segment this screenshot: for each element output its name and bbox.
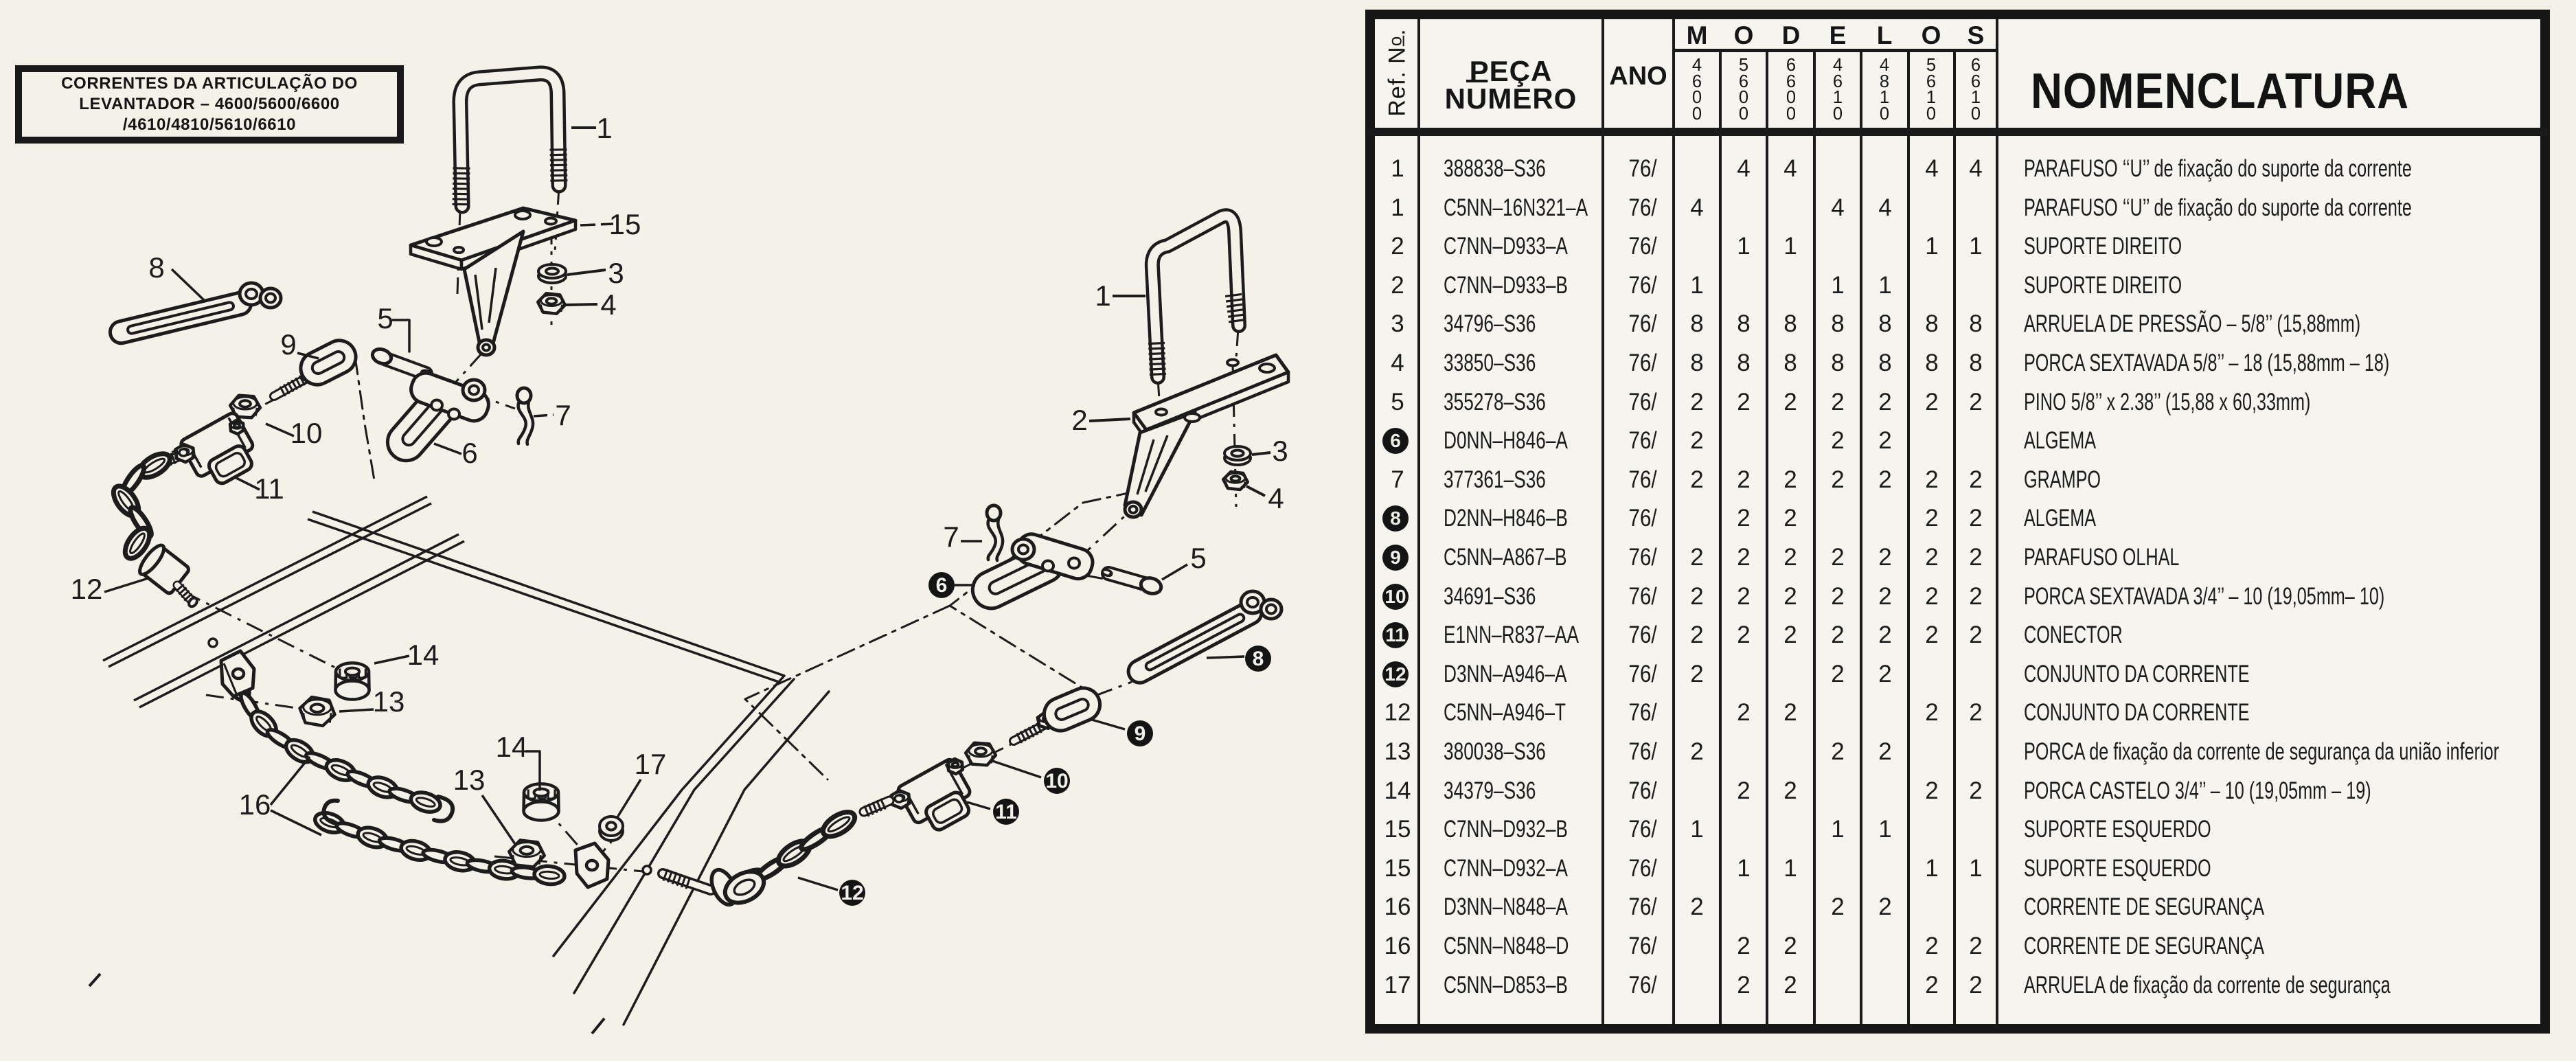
svg-text:5: 5: [377, 302, 393, 334]
svg-text:7: 7: [555, 399, 571, 431]
svg-text:3: 3: [608, 257, 624, 289]
svg-text:13: 13: [373, 685, 405, 718]
svg-text:1: 1: [596, 112, 612, 144]
svg-text:12: 12: [841, 882, 863, 904]
svg-text:4: 4: [600, 288, 616, 321]
svg-text:11: 11: [995, 801, 1017, 823]
svg-text:1: 1: [1095, 279, 1110, 312]
svg-text:13: 13: [453, 764, 486, 796]
svg-text:12: 12: [71, 573, 103, 605]
svg-text:17: 17: [635, 748, 667, 780]
svg-text:2: 2: [1071, 404, 1087, 436]
svg-text:15: 15: [609, 208, 641, 240]
svg-text:8: 8: [148, 251, 164, 284]
svg-text:3: 3: [1272, 435, 1288, 467]
svg-text:14: 14: [496, 731, 528, 763]
svg-text:5: 5: [1190, 542, 1206, 574]
svg-text:9: 9: [280, 328, 296, 361]
svg-text:10: 10: [290, 417, 323, 449]
svg-text:7: 7: [943, 521, 959, 553]
svg-text:6: 6: [461, 437, 477, 469]
svg-text:16: 16: [239, 788, 271, 821]
svg-text:8: 8: [1253, 648, 1264, 670]
svg-text:9: 9: [1135, 722, 1146, 745]
svg-text:10: 10: [1045, 770, 1068, 792]
svg-text:4: 4: [1268, 482, 1284, 514]
svg-text:14: 14: [407, 639, 440, 671]
svg-text:6: 6: [936, 574, 948, 597]
